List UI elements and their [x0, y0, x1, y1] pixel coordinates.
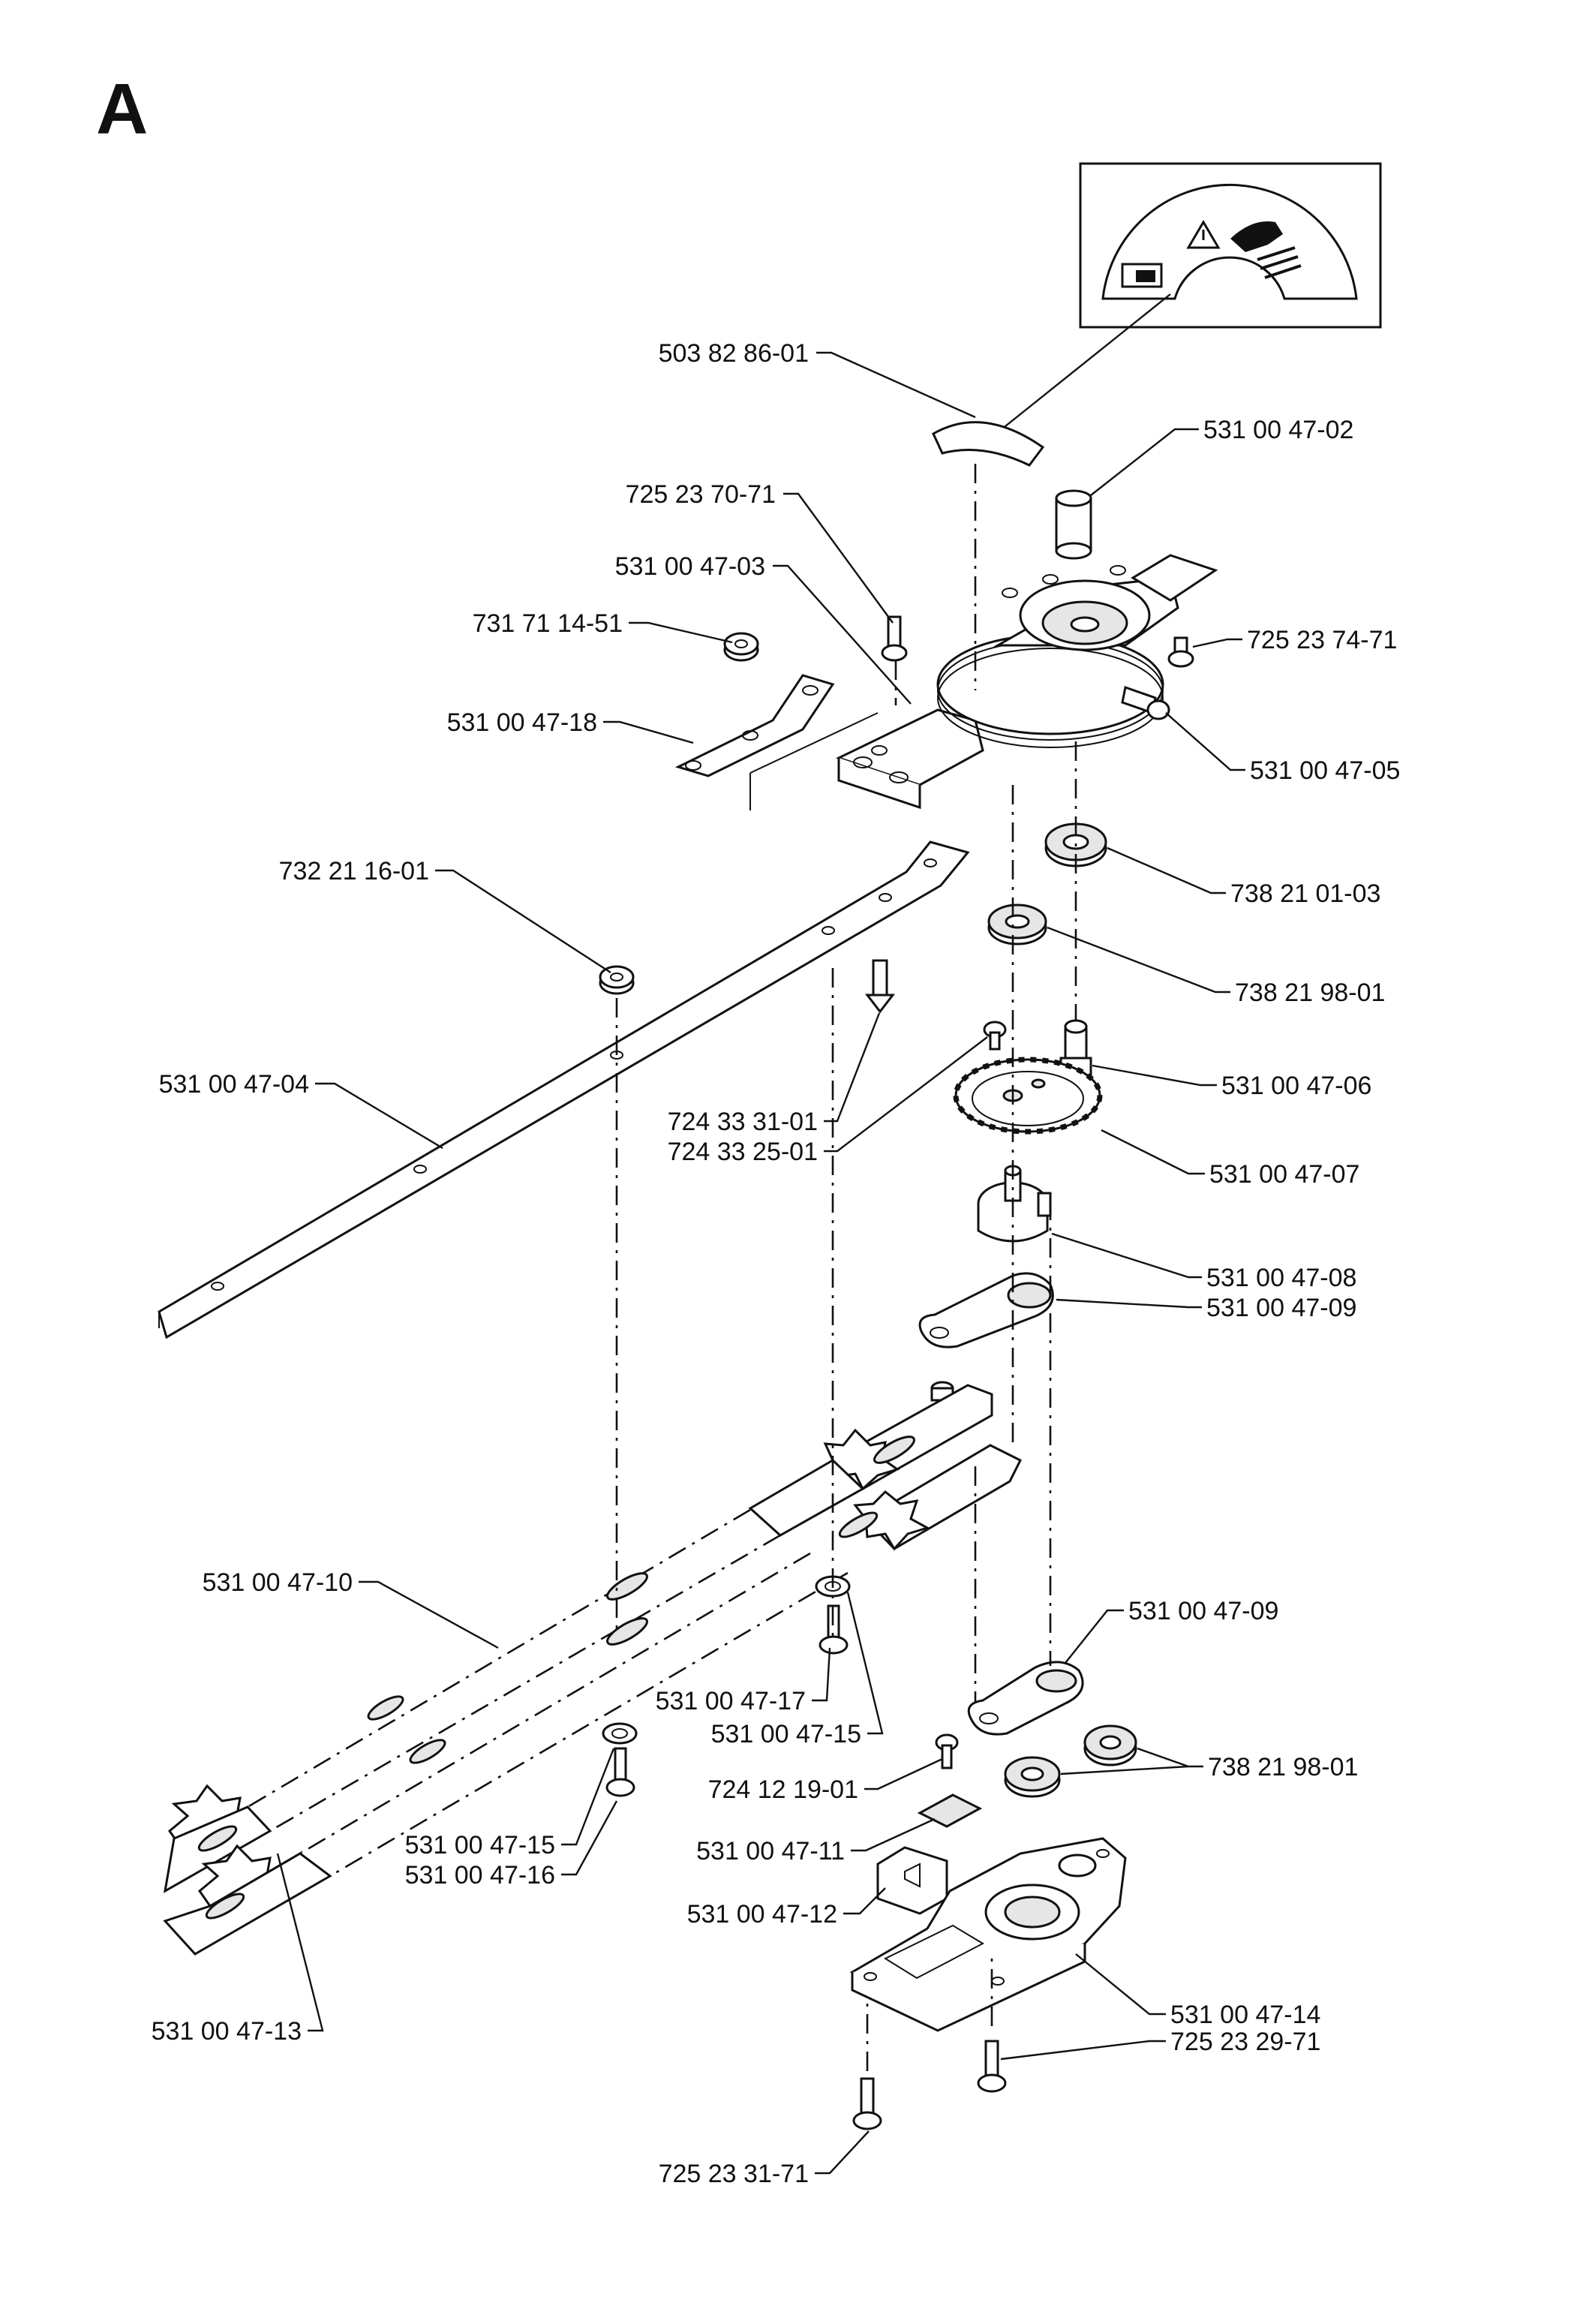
- part-label-724-33-25-01: 724 33 25-01: [668, 1138, 818, 1166]
- part-label-531-00-47-15-a: 531 00 47-15: [711, 1720, 861, 1748]
- block-part-12: [876, 1846, 948, 1915]
- part-label-531-00-47-08: 531 00 47-08: [1206, 1264, 1356, 1292]
- part-label-738-21-01-03: 738 21 01-03: [1230, 879, 1380, 908]
- hand-blade-hazard-icon: [1230, 221, 1302, 279]
- part-label-531-00-47-04: 531 00 47-04: [159, 1070, 309, 1099]
- warning-label-inset: [1079, 162, 1382, 329]
- part-label-531-00-47-03: 531 00 47-03: [615, 552, 765, 581]
- screw-part-72433: [864, 959, 1007, 1051]
- part-label-531-00-47-05: 531 00 47-05: [1250, 756, 1400, 785]
- grease-fitting-part: [1055, 489, 1092, 560]
- part-label-731-71-14-51: 731 71 14-51: [473, 609, 623, 638]
- guide-bar-part-04: [158, 840, 970, 1339]
- part-label-738-21-98-01-a: 738 21 98-01: [1235, 979, 1385, 1007]
- plate-part-11: [917, 1793, 983, 1828]
- screw-part-725232971: [977, 2040, 1007, 2093]
- washer-screw-part-15-16: [602, 1722, 638, 1797]
- upper-blade-part-10: [748, 1384, 993, 1537]
- bearing-part-738219801-lower: [1004, 1724, 1137, 1798]
- crank-part-08: [977, 1165, 1052, 1243]
- screw-part-725237: [1167, 636, 1194, 668]
- part-label-531-00-47-06: 531 00 47-06: [1221, 1072, 1371, 1100]
- section-letter: A: [96, 69, 148, 149]
- part-label-531-00-47-09-a: 531 00 47-09: [1206, 1294, 1356, 1322]
- screw-part-5310005: [1121, 686, 1170, 720]
- screw-part-725233171: [852, 2077, 882, 2130]
- part-number-labels: 503 82 86-01 531 00 47-02 725 23 70-71 5…: [152, 339, 1401, 2188]
- part-label-531-00-47-18: 531 00 47-18: [447, 708, 597, 737]
- part-label-531-00-47-02: 531 00 47-02: [1203, 416, 1353, 444]
- part-label-531-00-47-12: 531 00 47-12: [687, 1900, 837, 1929]
- part-label-732-21-16-01: 732 21 16-01: [279, 857, 429, 885]
- screw-part-72523: [881, 615, 908, 662]
- part-label-725-23-31-71: 725 23 31-71: [659, 2160, 809, 2188]
- nut-part-732: [599, 965, 635, 995]
- part-label-531-00-47-07: 531 00 47-07: [1209, 1160, 1359, 1189]
- leader-lines: [276, 351, 1245, 2175]
- part-label-725-23-74-71: 725 23 74-71: [1247, 626, 1397, 654]
- part-label-724-33-31-01: 724 33 31-01: [668, 1108, 818, 1136]
- blade-tips: [163, 1784, 332, 1956]
- read-manual-icon: [1121, 263, 1163, 288]
- gear-housing-bottom-part-14: [849, 1837, 1127, 2032]
- part-label-531-00-47-15-b: 531 00 47-15: [405, 1831, 555, 1860]
- part-label-531-00-47-13: 531 00 47-13: [152, 2017, 302, 2046]
- gear-wheel-part-07: [953, 1057, 1103, 1135]
- screw-part-72412: [935, 1733, 959, 1769]
- part-label-531-00-47-14: 531 00 47-14: [1170, 2001, 1320, 2029]
- connecting-rod-part-09-lower: [967, 1661, 1084, 1736]
- part-label-725-23-29-71: 725 23 29-71: [1170, 2028, 1320, 2056]
- part-label-531-00-47-10: 531 00 47-10: [203, 1568, 353, 1597]
- part-label-724-12-19-01: 724 12 19-01: [708, 1775, 858, 1804]
- part-label-531-00-47-09-b: 531 00 47-09: [1128, 1597, 1278, 1625]
- bearing-part-738219801-upper: [987, 903, 1047, 946]
- part-label-725-23-70-71: 725 23 70-71: [626, 480, 776, 509]
- decal-part: [932, 421, 1045, 467]
- connecting-rod-part-09-upper: [918, 1272, 1054, 1348]
- lower-blade-part-13: [838, 1444, 1023, 1551]
- part-label-531-00-47-16: 531 00 47-16: [405, 1861, 555, 1890]
- nut-part-731: [723, 632, 759, 662]
- bracket-part-18: [674, 674, 835, 777]
- part-label-738-21-98-01-b: 738 21 98-01: [1208, 1753, 1358, 1781]
- gear-housing-cover: [836, 554, 1218, 810]
- part-label-531-00-47-17: 531 00 47-17: [656, 1687, 806, 1715]
- warning-triangle-icon: [1186, 220, 1221, 249]
- part-label-503-82-86-01: 503 82 86-01: [659, 339, 809, 368]
- part-label-531-00-47-11: 531 00 47-11: [696, 1837, 845, 1866]
